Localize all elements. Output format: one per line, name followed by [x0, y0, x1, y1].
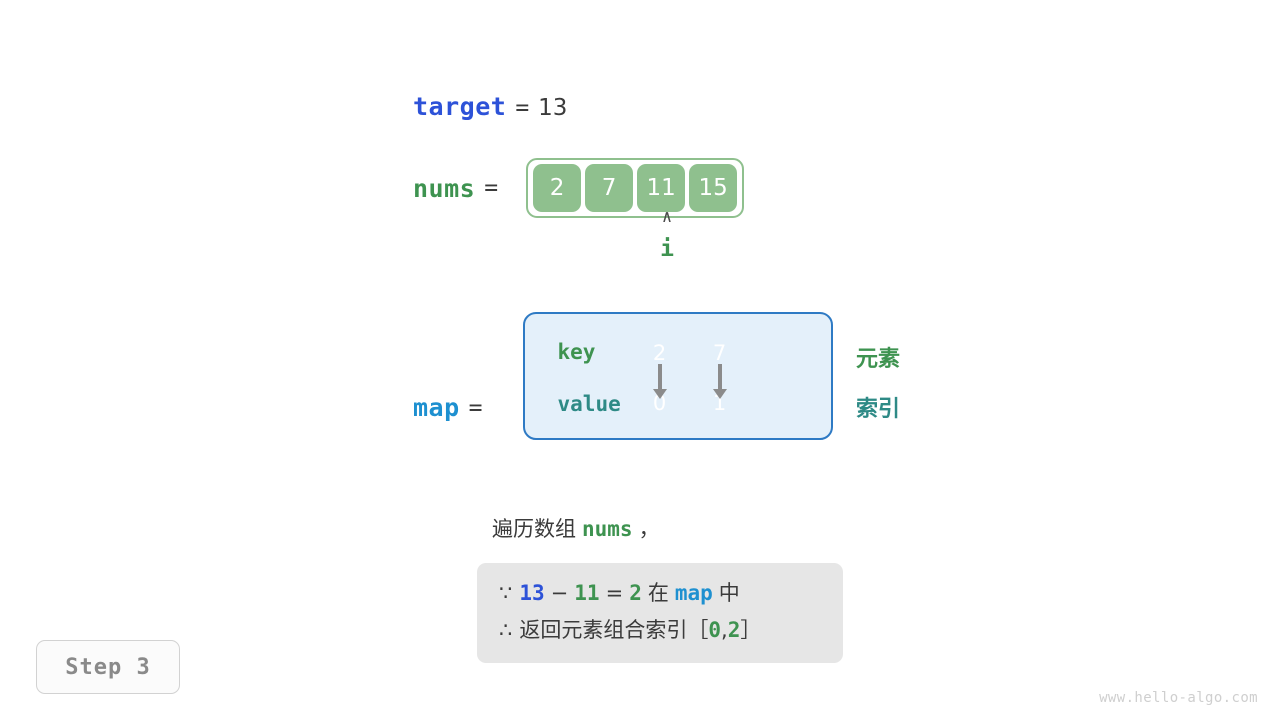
note-operand-a: 13	[519, 581, 545, 605]
therefore-symbol: ∴	[499, 618, 513, 642]
watermark: www.hello-algo.com	[1099, 690, 1258, 706]
array-cell: 11	[637, 164, 686, 212]
note-index-a: 0	[708, 618, 722, 642]
explanation-comma: ，	[638, 517, 660, 541]
map-equals-sign: =	[468, 394, 483, 421]
note-bracket-open: ［	[687, 618, 709, 642]
nums-array-container: 2 7 11 15	[526, 158, 745, 218]
pointer-label: i	[660, 236, 674, 262]
note-result: 2	[629, 581, 642, 605]
legend-index-label: 索引	[856, 397, 901, 422]
array-cell: 7	[585, 164, 634, 212]
note-bracket-close: ］	[740, 618, 762, 642]
array-cell: 15	[689, 164, 738, 212]
map-link-arrow-icon	[712, 364, 727, 399]
array-cell: 2	[533, 164, 582, 212]
target-equals-sign: =	[515, 95, 530, 121]
nums-equals-sign: =	[484, 175, 499, 201]
note-line-therefore: ∴返回元素组合索引［0,2］	[499, 612, 821, 649]
map-key-row-label: key	[557, 340, 596, 364]
target-variable-name: target	[413, 92, 507, 121]
note-index-separator: ,	[721, 618, 728, 642]
index-pointer-group: ∧ i	[643, 208, 691, 263]
step-badge-label: Step 3	[65, 654, 151, 680]
note-map-name: map	[674, 581, 713, 605]
map-link-arrow-icon	[652, 364, 667, 399]
pointer-caret-icon: ∧	[661, 207, 673, 227]
note-tail-text: 中	[718, 581, 740, 605]
map-variable-name: map	[413, 393, 460, 422]
map-legend: 元素 索引	[856, 335, 900, 435]
note-index-b: 2	[727, 618, 741, 642]
map-value-row-label: value	[557, 392, 621, 416]
map-key-cell: 7	[712, 341, 727, 365]
note-minus-sign: −	[550, 581, 569, 605]
note-conclusion-text: 返回元素组合索引	[519, 618, 688, 642]
target-value: 13	[538, 95, 568, 121]
map-declaration: map = key value 2 0 7 1	[413, 312, 833, 440]
hash-map-container: key value 2 0 7 1	[522, 312, 833, 440]
step-badge: Step 3	[36, 640, 180, 694]
explanation-text: 遍历数组	[492, 517, 576, 541]
note-operand-b: 11	[574, 581, 600, 605]
explanation-keyword: nums	[582, 517, 633, 541]
because-symbol: ∵	[499, 581, 513, 605]
note-equals-sign: =	[605, 581, 624, 605]
nums-declaration: nums = 2 7 11 15	[413, 158, 745, 218]
legend-element-label: 元素	[856, 347, 901, 372]
note-mid-text: 在	[647, 581, 669, 605]
nums-variable-name: nums	[413, 173, 476, 203]
target-declaration: target = 13	[0, 92, 1280, 121]
map-key-cell: 2	[652, 341, 667, 365]
